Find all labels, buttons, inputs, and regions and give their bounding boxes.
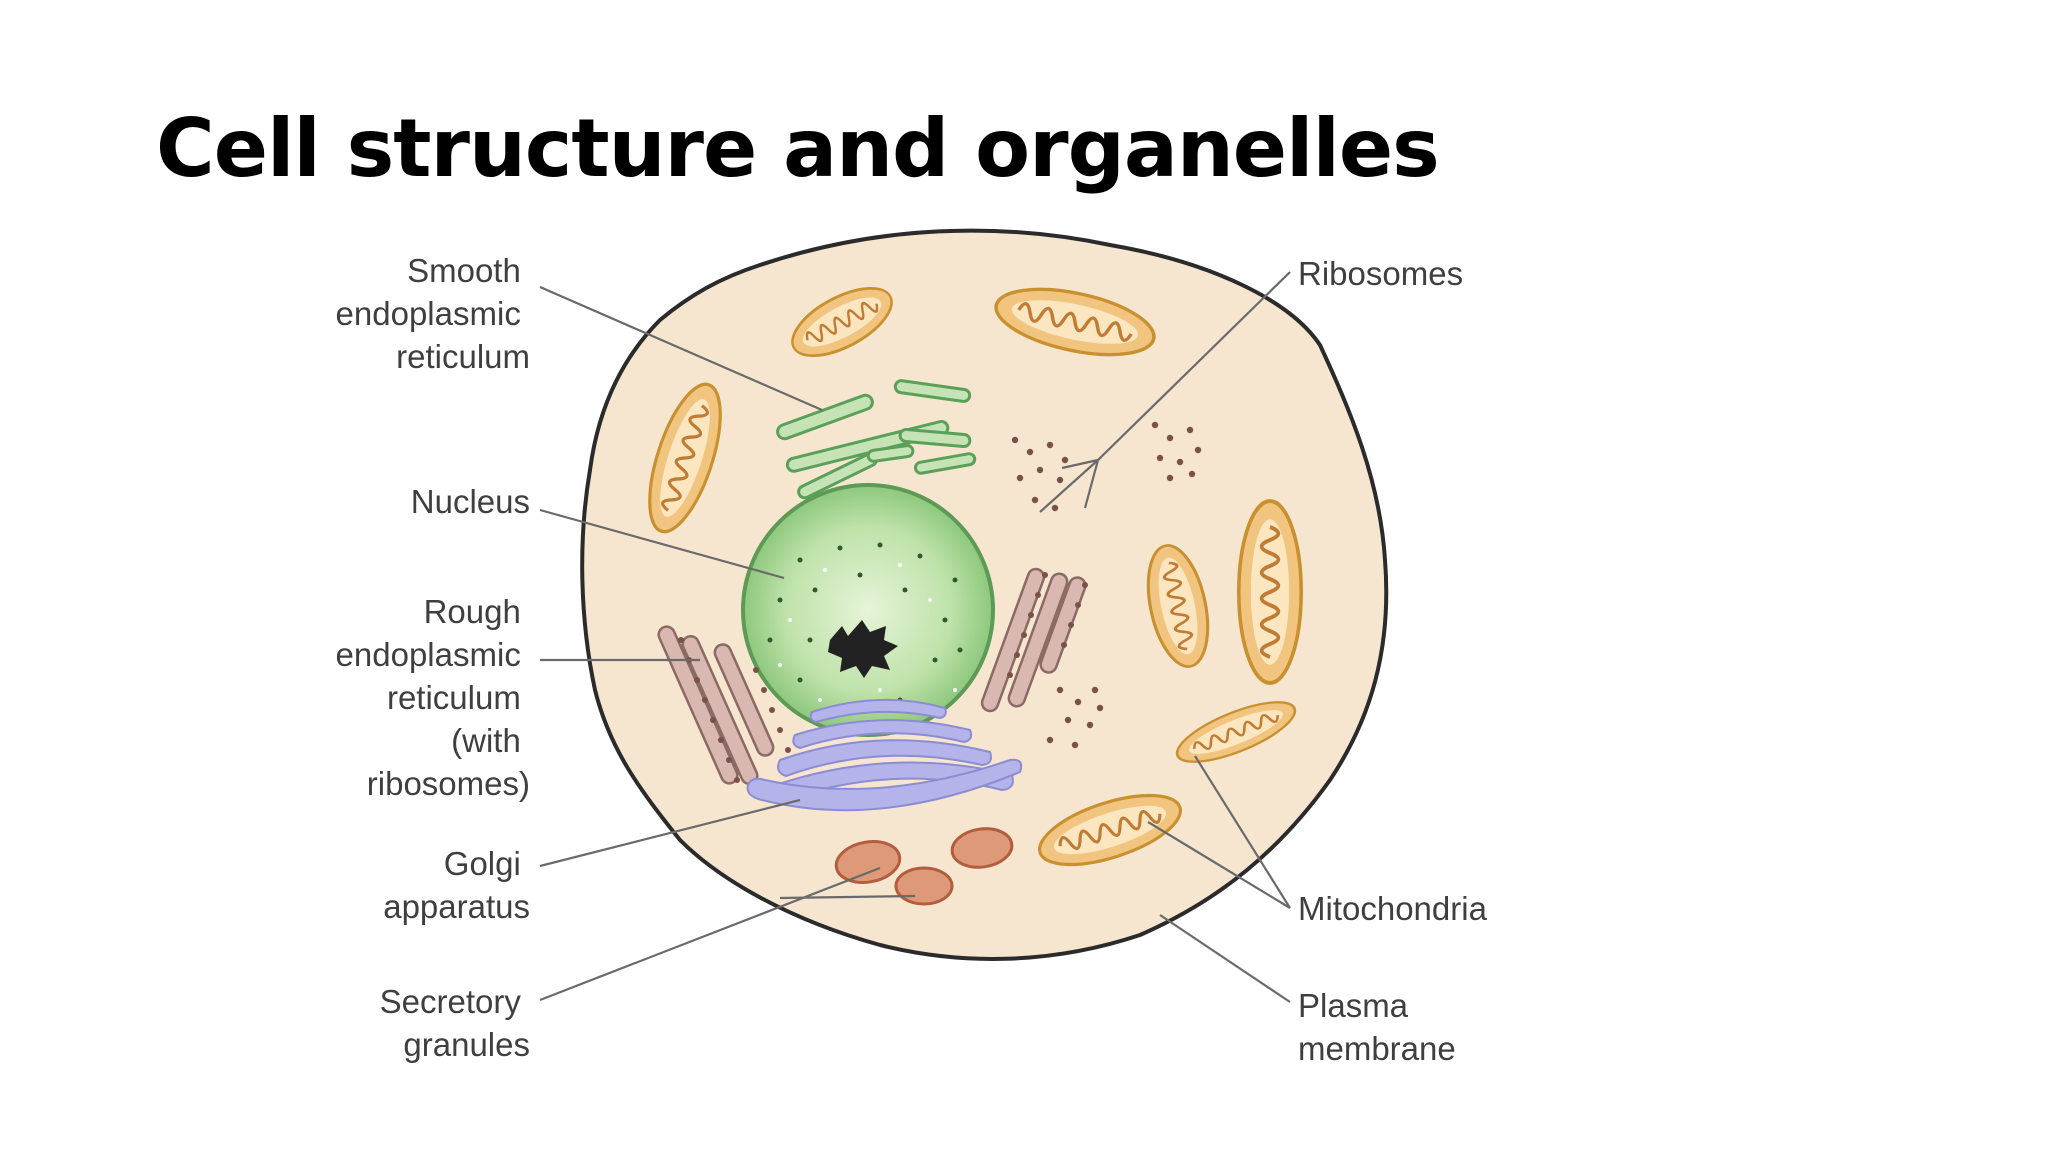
- label-ribosomes: Ribosomes: [1298, 255, 1463, 292]
- nucleus: [741, 483, 995, 737]
- label-plasma-membrane: Plasma membrane: [1298, 987, 1456, 1067]
- nucleolus: [828, 620, 898, 678]
- label-secretory-granules: Secretory granules: [380, 983, 530, 1063]
- mitochondrion: [1236, 499, 1304, 685]
- smooth-er: [776, 379, 977, 500]
- ribosomes: [1011, 421, 1202, 749]
- rough-er: [657, 625, 791, 786]
- label-rough-er: Rough endoplasmic reticulum (with riboso…: [336, 593, 530, 802]
- page-title: Cell structure and organelles: [156, 102, 1440, 195]
- label-golgi: Golgi apparatus: [383, 845, 530, 925]
- secretory-granules: [834, 827, 1014, 906]
- golgi-apparatus: [746, 698, 1023, 812]
- label-nucleus: Nucleus: [411, 483, 530, 520]
- label-mitochondria: Mitochondria: [1298, 890, 1488, 927]
- leader-lines: [539, 271, 1291, 1003]
- label-smooth-er: Smooth endoplasmic reticulum: [336, 252, 530, 375]
- rough-er: [980, 567, 1088, 713]
